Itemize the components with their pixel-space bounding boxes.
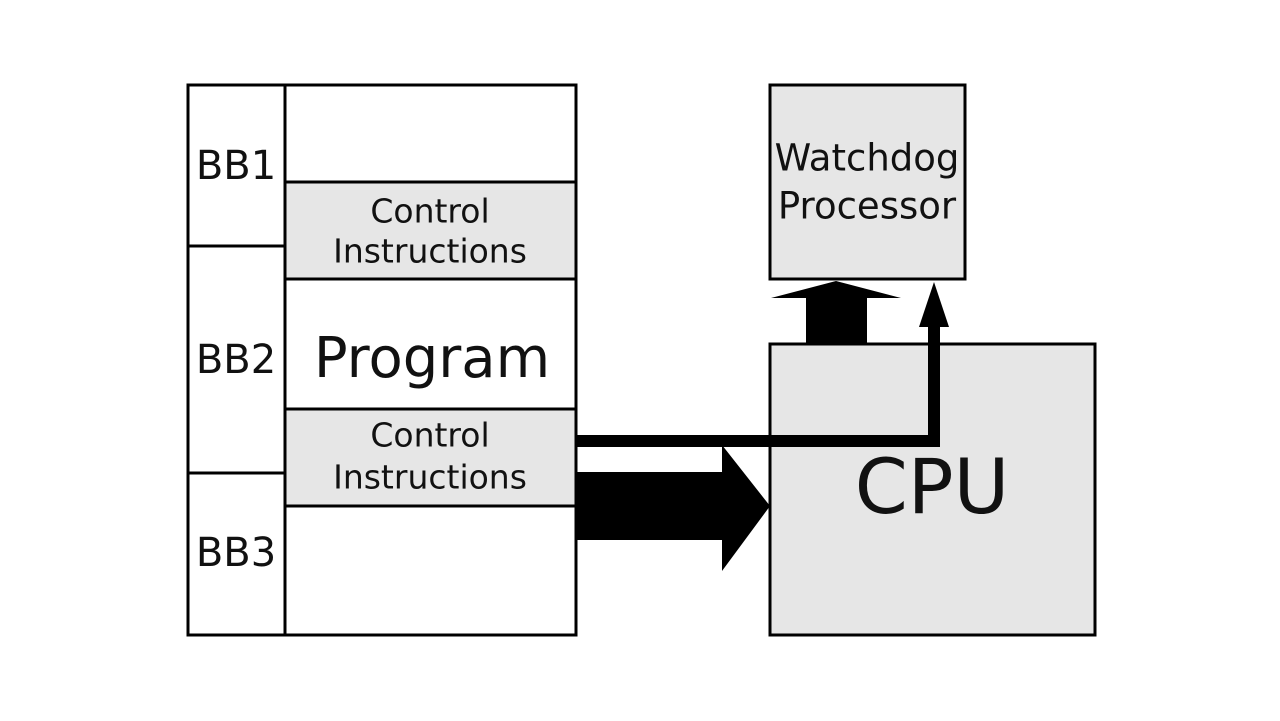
control-instructions-bottom-box (283, 407, 578, 508)
control-instructions-bottom-line1: Control (370, 416, 489, 455)
control-to-watchdog-arrowhead (919, 282, 949, 327)
watchdog-processor-box (768, 83, 967, 281)
watchdog-label-line2: Processor (778, 185, 957, 228)
watchdog-label-line1: Watchdog (775, 137, 960, 180)
cpu-to-watchdog-arrow (771, 281, 901, 343)
control-instructions-bottom-line2: Instructions (333, 458, 527, 497)
program-column (283, 83, 578, 637)
control-instructions-top-line1: Control (370, 192, 489, 231)
bb3-label: BB3 (196, 530, 276, 576)
control-instructions-top-box (283, 180, 578, 281)
control-instructions-top-line2: Instructions (333, 232, 527, 271)
program-to-cpu-arrow (577, 445, 770, 571)
bb2-label: BB2 (196, 337, 276, 383)
bb-column (186, 83, 287, 637)
program-label: Program (314, 326, 550, 391)
cpu-label: CPU (855, 442, 1010, 531)
control-to-watchdog-line (577, 320, 940, 447)
bb1-label: BB1 (196, 143, 276, 189)
